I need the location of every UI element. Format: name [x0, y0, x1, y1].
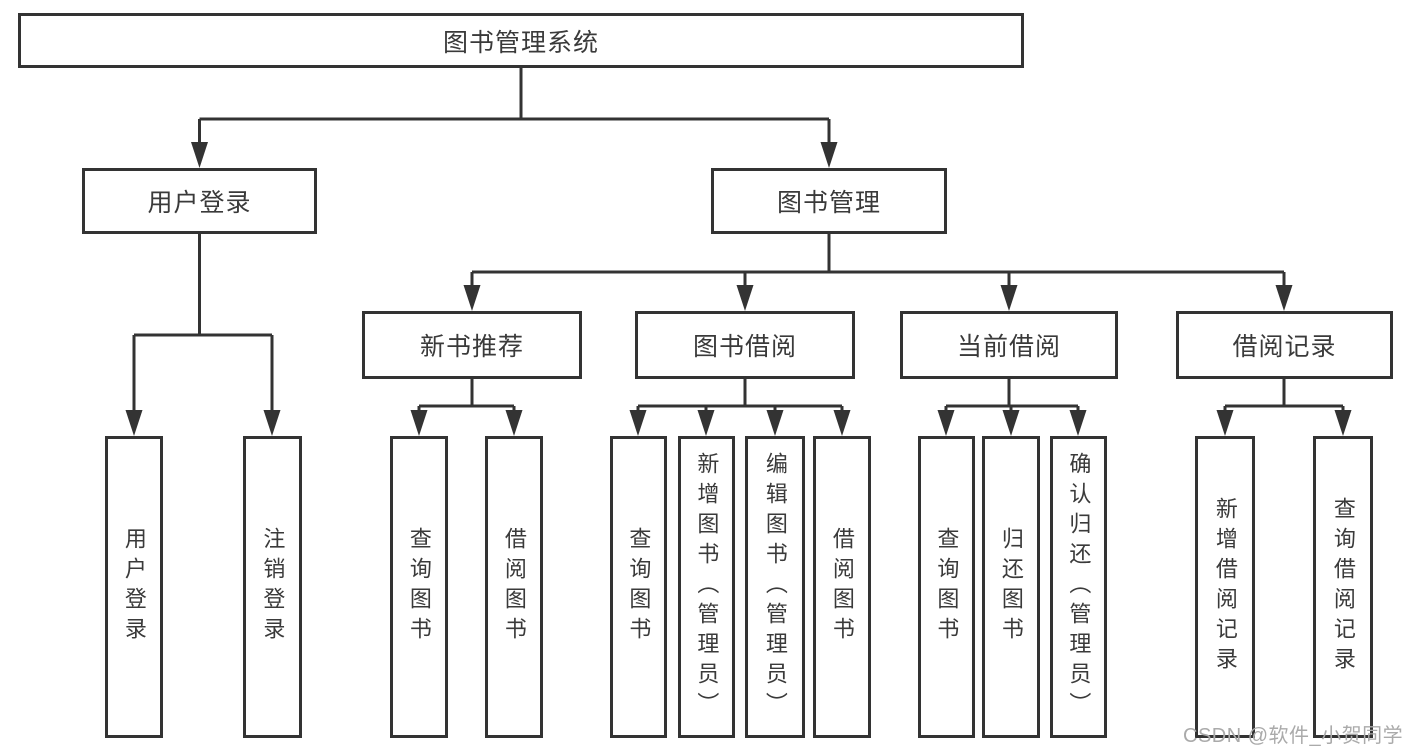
leaf-edit-books-admin-label: 编辑图书（管理员） [762, 452, 788, 722]
leaf-logout-label: 注销登录 [260, 527, 286, 647]
connector-new-book-children [410, 379, 523, 436]
leaf-query-borrow-record-label: 查询借阅记录 [1330, 497, 1356, 677]
leaf-return-books-label: 归还图书 [998, 527, 1024, 647]
node-borrow-records-label: 借阅记录 [1232, 333, 1337, 361]
leaf-confirm-return-admin-label: 确认归还（管理员） [1066, 452, 1092, 722]
leaf-query-books-recommend-label: 查询图书 [406, 527, 432, 647]
node-book-borrow: 图书借阅 [635, 311, 855, 379]
node-library-system-label: 图书管理系统 [442, 28, 599, 57]
node-current-borrow-label: 当前借阅 [956, 333, 1061, 361]
node-new-book-recommend: 新书推荐 [362, 311, 582, 379]
leaf-add-borrow-record: 新增借阅记录 [1195, 436, 1255, 738]
connector-borrow-records-children [1216, 379, 1352, 436]
leaf-borrow-books-label: 借阅图书 [829, 527, 855, 647]
leaf-confirm-return-admin: 确认归还（管理员） [1050, 436, 1107, 738]
node-book-management: 图书管理 [711, 168, 947, 234]
leaf-query-books-recommend: 查询图书 [390, 436, 448, 738]
node-library-system: 图书管理系统 [18, 13, 1024, 68]
node-new-book-recommend-label: 新书推荐 [419, 333, 524, 361]
connector-root-to-level2 [191, 68, 838, 168]
leaf-add-books-admin-label: 新增图书（管理员） [694, 452, 720, 722]
leaf-edit-books-admin: 编辑图书（管理员） [745, 436, 805, 738]
node-book-borrow-label: 图书借阅 [692, 333, 797, 361]
leaf-query-borrow-record: 查询借阅记录 [1313, 436, 1373, 738]
node-book-management-label: 图书管理 [776, 189, 881, 217]
leaf-borrow-books-recommend: 借阅图书 [485, 436, 543, 738]
leaf-query-books-current: 查询图书 [918, 436, 975, 738]
node-user-login: 用户登录 [82, 168, 317, 234]
connector-book-mgmt-children [463, 234, 1293, 311]
node-current-borrow: 当前借阅 [900, 311, 1118, 379]
leaf-user-login-label: 用户登录 [121, 527, 147, 647]
connector-user-login-children [125, 234, 281, 436]
leaf-query-books-borrow: 查询图书 [610, 436, 667, 738]
leaf-query-books-borrow-label: 查询图书 [626, 527, 652, 647]
connector-current-borrow-children [937, 379, 1087, 436]
leaf-query-books-current-label: 查询图书 [934, 527, 960, 647]
leaf-return-books: 归还图书 [982, 436, 1040, 738]
leaf-logout: 注销登录 [243, 436, 302, 738]
leaf-add-books-admin: 新增图书（管理员） [678, 436, 735, 738]
leaf-borrow-books-recommend-label: 借阅图书 [501, 527, 527, 647]
leaf-borrow-books: 借阅图书 [813, 436, 871, 738]
csdn-watermark: CSDN @软件_小贺同学 [1183, 725, 1404, 747]
node-borrow-records: 借阅记录 [1176, 311, 1393, 379]
connector-book-borrow-children [629, 379, 851, 436]
leaf-user-login: 用户登录 [105, 436, 163, 738]
leaf-add-borrow-record-label: 新增借阅记录 [1212, 497, 1238, 677]
node-user-login-label: 用户登录 [147, 189, 252, 217]
